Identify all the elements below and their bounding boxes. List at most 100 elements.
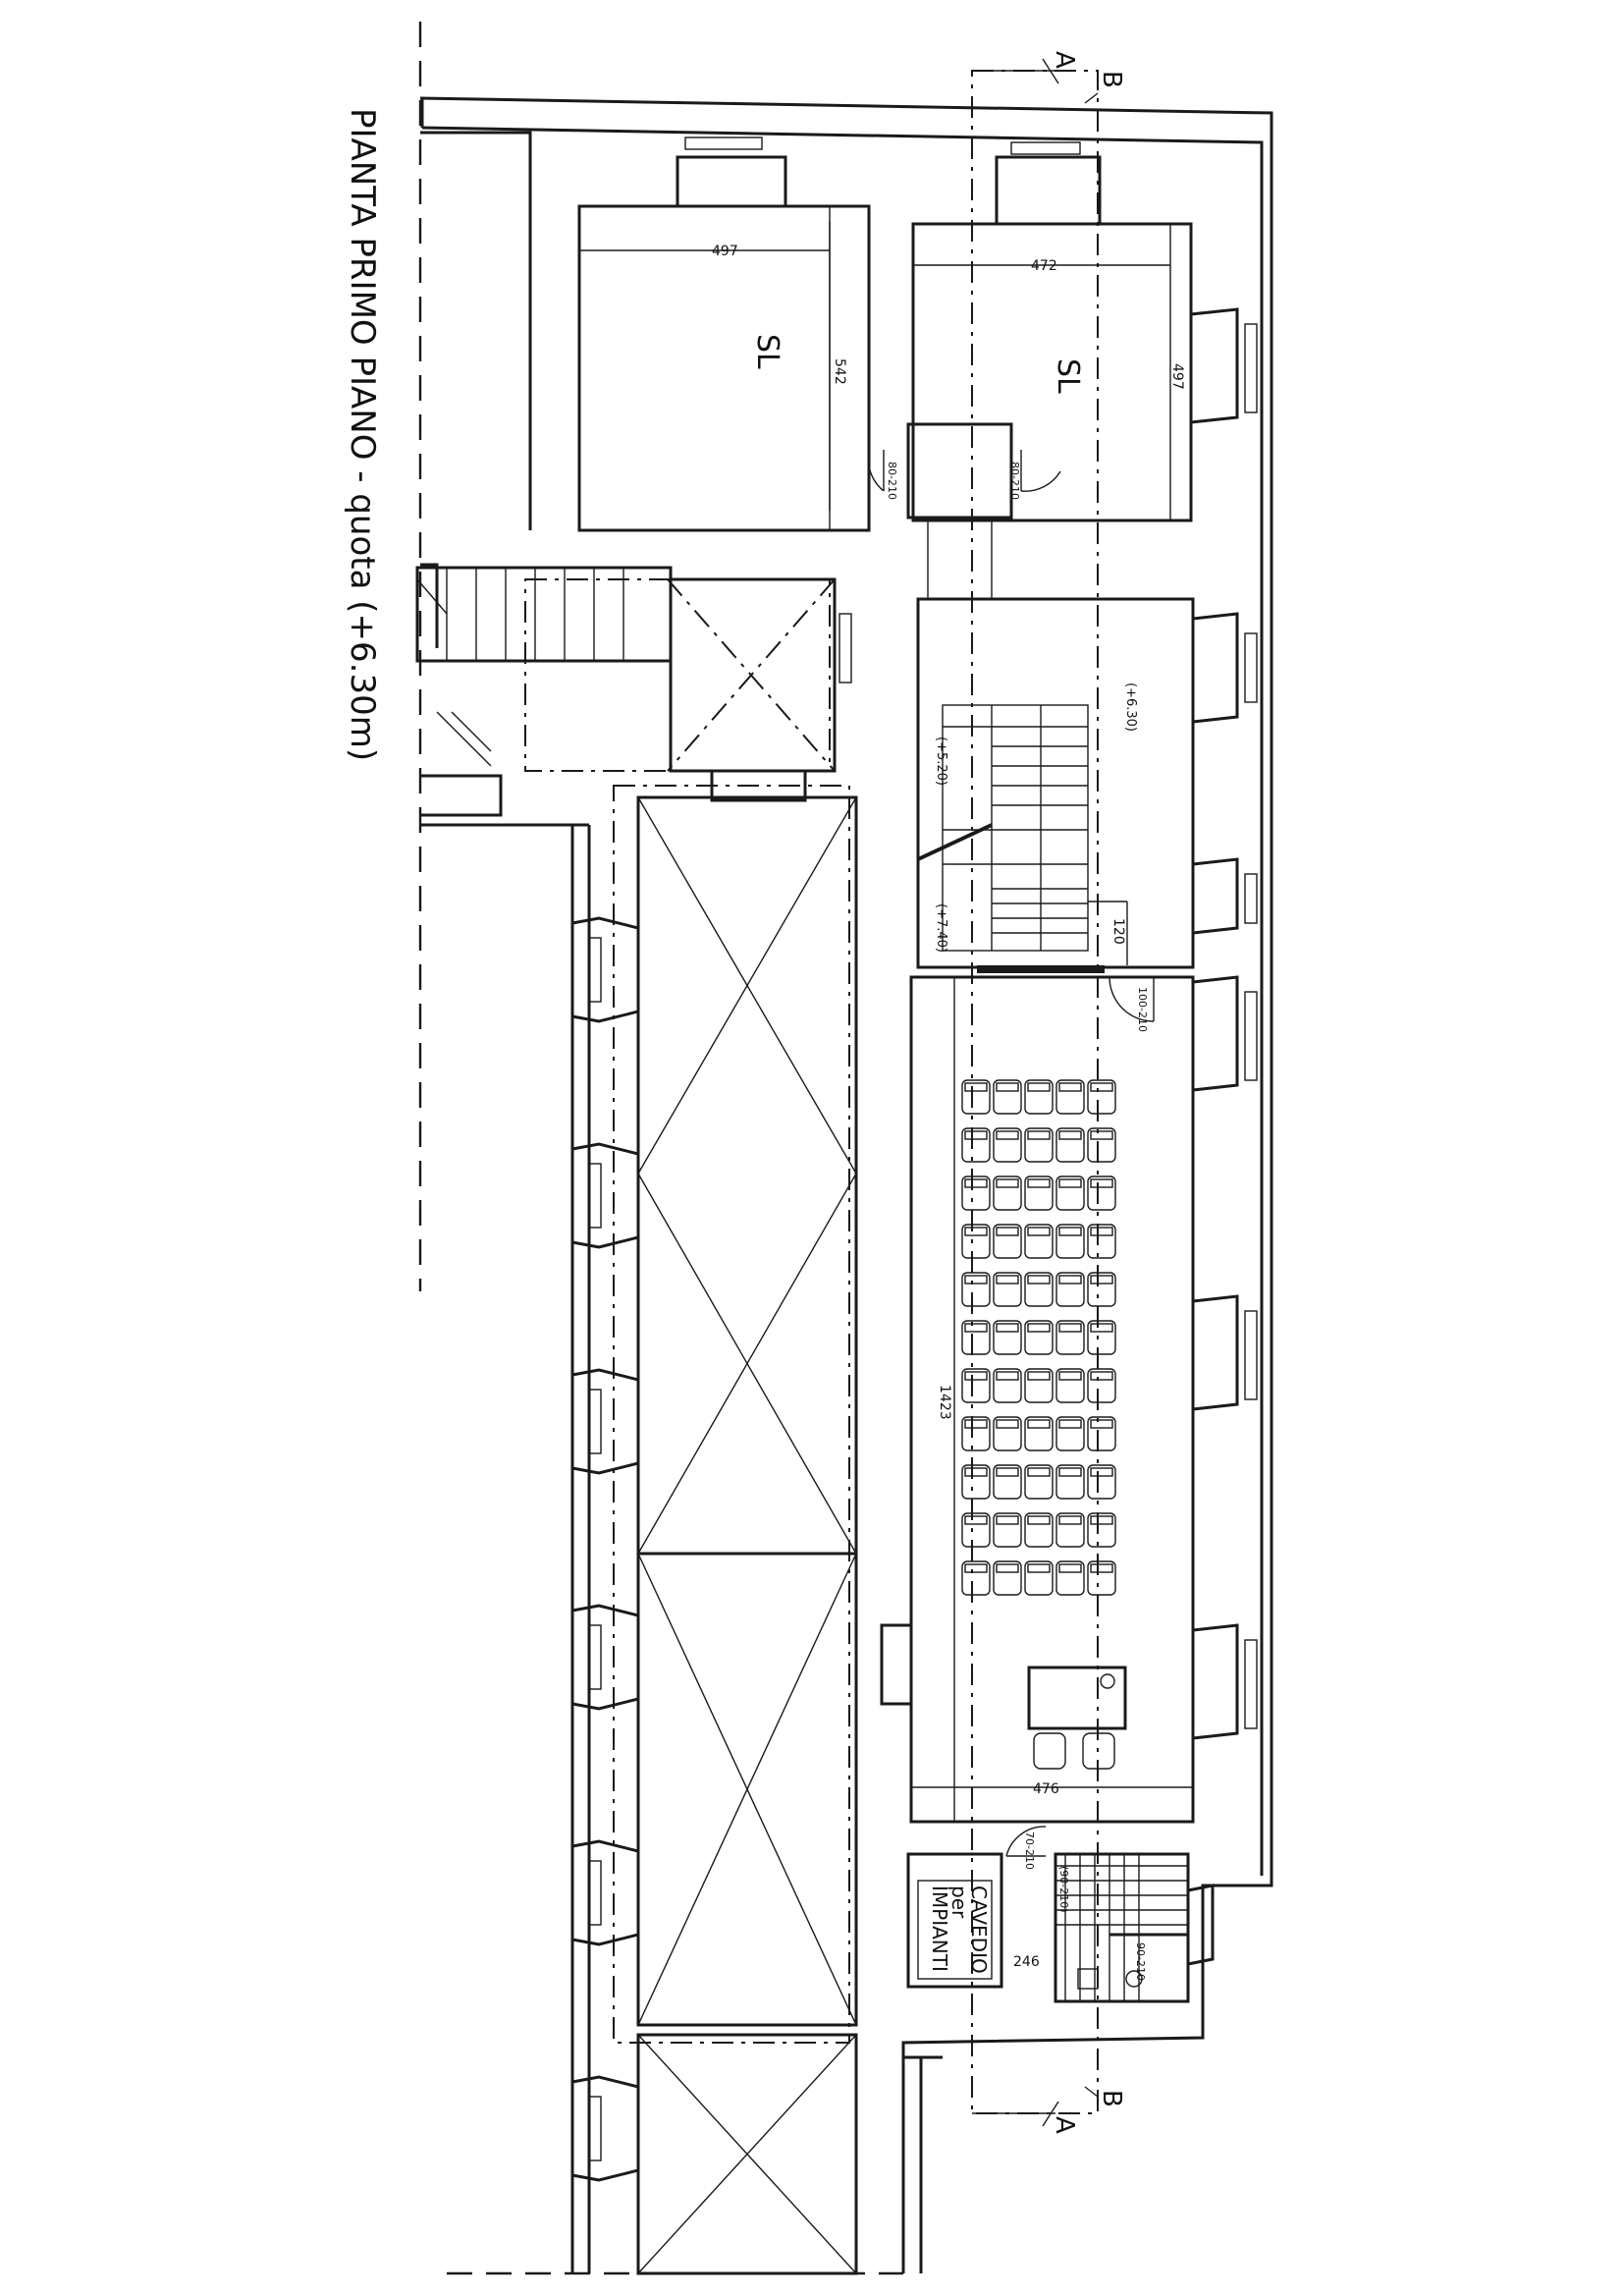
seat-back: [996, 1515, 1019, 1525]
void-openings: [613, 785, 858, 2275]
seat: [1087, 1560, 1116, 1596]
seat-back: [996, 1082, 1019, 1092]
seat-back: [1058, 1275, 1082, 1285]
void-opening-top: [524, 577, 852, 802]
seat-back: [1090, 1082, 1113, 1092]
seat: [1055, 1079, 1085, 1115]
section-mark-b-bottom: B: [1097, 2090, 1126, 2107]
drawing-title: PIANTA PRIMO PIANO - quota (+6.30m): [343, 108, 382, 761]
seat-back: [1090, 1178, 1113, 1188]
room-label: SL: [750, 334, 784, 369]
service-area: CAVEDIO per IMPIANTI 70-210 (90-210) 90-…: [906, 1826, 1215, 2003]
dimension-label: 497: [712, 244, 738, 259]
seat-back: [1027, 1082, 1051, 1092]
seat: [1087, 1416, 1116, 1451]
dimension-label: 246: [1013, 1954, 1040, 1970]
seat-back: [1090, 1563, 1113, 1573]
seat: [993, 1416, 1022, 1451]
seat: [1024, 1464, 1054, 1500]
desk-chair: [1033, 1732, 1066, 1770]
seat-back: [1027, 1563, 1051, 1573]
seat: [993, 1127, 1022, 1163]
seat: [1024, 1416, 1054, 1451]
seat: [1055, 1416, 1085, 1451]
seat-back: [1090, 1371, 1113, 1381]
seat-back: [1027, 1371, 1051, 1381]
seat-back: [1027, 1323, 1051, 1333]
seat: [993, 1368, 1022, 1403]
seat: [1055, 1320, 1085, 1355]
door-mark: 80-210: [886, 462, 898, 500]
seat-back: [964, 1515, 988, 1525]
seating-rows: [961, 1079, 1116, 1770]
seat-back: [964, 1371, 988, 1381]
seat-back: [1058, 1371, 1082, 1381]
dimension-label: 472: [1031, 258, 1057, 274]
dimension-label: 476: [1033, 1781, 1059, 1797]
dimension-label: 120: [1110, 918, 1126, 945]
seat: [961, 1127, 991, 1163]
seat-back: [1027, 1130, 1051, 1140]
level-mark: (+6.30): [1123, 683, 1138, 732]
seat: [1055, 1512, 1085, 1548]
seat: [1087, 1512, 1116, 1548]
seat-back: [996, 1323, 1019, 1333]
seat-back: [964, 1323, 988, 1333]
desk-chair: [1082, 1732, 1115, 1770]
seat-back: [1058, 1227, 1082, 1236]
seat: [1024, 1079, 1054, 1115]
conference-hall: 100-210 1423 476: [880, 975, 1258, 1824]
seat: [1087, 1175, 1116, 1211]
seat-back: [996, 1130, 1019, 1140]
seat: [1087, 1224, 1116, 1259]
seat: [993, 1079, 1022, 1115]
seat: [1055, 1464, 1085, 1500]
room-label: SL: [1051, 358, 1085, 394]
seat: [1024, 1320, 1054, 1355]
seat-back: [996, 1563, 1019, 1573]
seat: [1087, 1272, 1116, 1307]
seat: [1055, 1175, 1085, 1211]
dimension-label: 542: [832, 358, 847, 385]
seat: [961, 1175, 991, 1211]
seat-back: [1058, 1563, 1082, 1573]
wc-door-mark: (90-210): [1057, 1866, 1070, 1913]
dimension-label: 497: [1169, 363, 1185, 390]
seat: [961, 1272, 991, 1307]
seat-back: [996, 1227, 1019, 1236]
seat: [961, 1416, 991, 1451]
seat-back: [1027, 1515, 1051, 1525]
wc-door-mark: 90-210: [1134, 1942, 1147, 1981]
left-window-bays: [571, 916, 640, 2182]
seat-back: [1090, 1227, 1113, 1236]
vestibule: 80-210 80-210: [867, 422, 1061, 599]
seat-back: [1058, 1130, 1082, 1140]
seat: [961, 1560, 991, 1596]
seat-back: [1090, 1130, 1113, 1140]
shaft-label: CAVEDIO: [967, 1886, 991, 1974]
seat-back: [1058, 1082, 1082, 1092]
section-mark-a-bottom: A: [1050, 2116, 1079, 2134]
seat: [993, 1224, 1022, 1259]
seat: [1024, 1560, 1054, 1596]
seat-back: [1058, 1419, 1082, 1429]
seat-back: [1027, 1419, 1051, 1429]
seat: [1024, 1224, 1054, 1259]
seat-back: [1090, 1515, 1113, 1525]
seat: [961, 1464, 991, 1500]
seat-back: [964, 1419, 988, 1429]
seat-back: [1058, 1515, 1082, 1525]
shaft-label: IMPIANTI: [928, 1886, 951, 1972]
level-mark: (+7.40): [934, 903, 948, 953]
seat-back: [996, 1178, 1019, 1188]
seat: [1024, 1512, 1054, 1548]
room-sl-1: SL 497 542: [577, 137, 871, 532]
stair-core: (+6.30) (+5.20) (+7.40) 120: [916, 597, 1258, 973]
seat-back: [996, 1467, 1019, 1477]
seat-back: [964, 1082, 988, 1092]
seat-back: [996, 1419, 1019, 1429]
seat-back: [964, 1178, 988, 1188]
seat-back: [1027, 1275, 1051, 1285]
seat-back: [1090, 1467, 1113, 1477]
